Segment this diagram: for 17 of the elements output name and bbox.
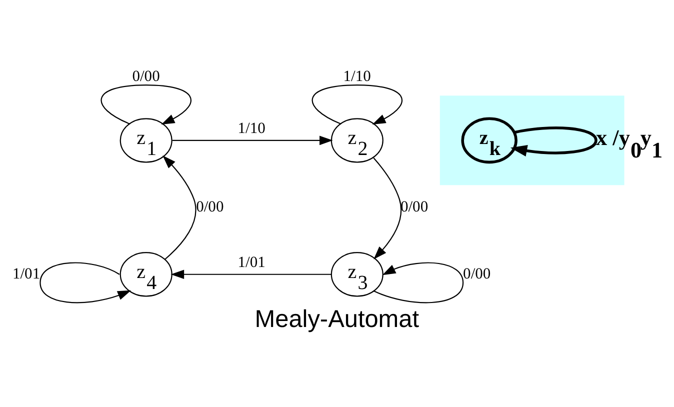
edge-label: 0/00 bbox=[463, 265, 491, 282]
caption: Mealy-Automat bbox=[254, 306, 420, 334]
arrow bbox=[510, 126, 598, 157]
arrow bbox=[373, 158, 402, 260]
edge-label: 1/01 bbox=[12, 265, 40, 282]
edge-label: 0/00 bbox=[196, 198, 224, 216]
arrow bbox=[100, 84, 192, 124]
arrow bbox=[312, 84, 402, 124]
edge-label: 0/00 bbox=[132, 68, 160, 85]
arrow bbox=[162, 155, 196, 260]
arrow bbox=[170, 270, 332, 280]
arrow bbox=[40, 262, 131, 304]
edge-label: 1/01 bbox=[238, 254, 266, 271]
edge-label: 1/10 bbox=[238, 120, 266, 137]
edge-label: 1/10 bbox=[343, 68, 371, 85]
arrow bbox=[172, 136, 333, 146]
edge-label: 0/00 bbox=[400, 198, 428, 216]
